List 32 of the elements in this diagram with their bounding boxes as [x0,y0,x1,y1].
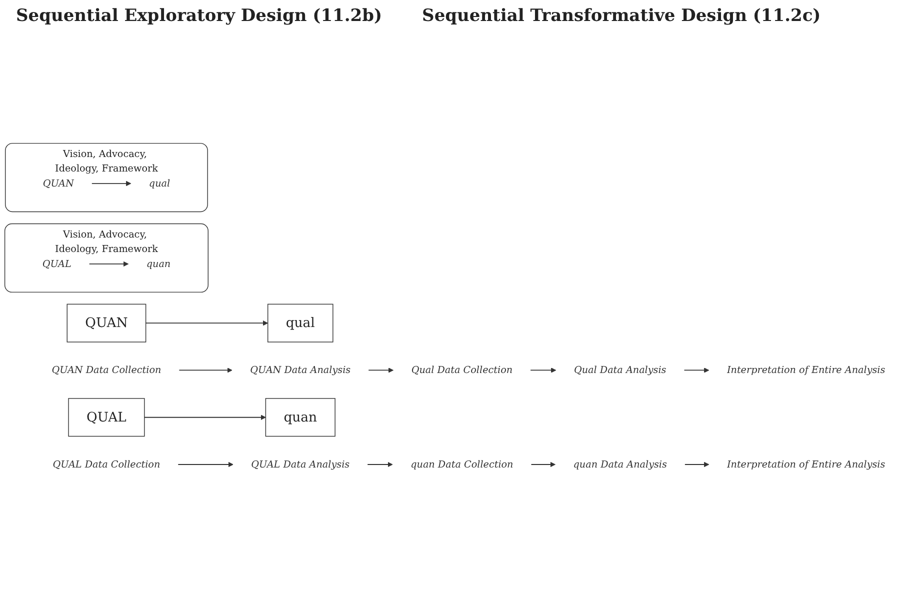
section-heading: Sequential Exploratory Design (11.2b) [16,6,382,26]
node-text: Qual Data Analysis [574,364,666,376]
node-text: QUAL Data Analysis [251,458,350,470]
arrow [144,414,266,420]
arrow [684,462,710,468]
node-text: QUAN Data Collection [52,364,162,376]
arrow [145,320,268,326]
node-text: QUAN Data Analysis [250,364,351,376]
node-box: qual [267,304,334,342]
node-box: QUAN [66,304,146,342]
node-text: QUAL [42,258,72,270]
node-box: quan [265,398,336,437]
node-box: QUAL [68,398,145,437]
node-text: Interpretation of Entire Analysis [726,458,886,470]
arrow [91,180,132,186]
arrow [178,368,232,373]
node-text: QUAL Data Collection [52,458,160,470]
node-text: Qual Data Collection [411,364,513,376]
arrow [88,261,129,267]
section-heading: Sequential Transformative Design (11.2c) [422,6,821,26]
arrow [367,462,393,468]
node-text: qual [148,178,170,189]
arrow [684,368,710,373]
arrow [530,462,556,468]
node-text: QUAN [42,178,74,189]
node-text: quan Data Collection [410,458,514,470]
node-text: quan Data Analysis [573,458,667,470]
arrow [368,368,394,373]
node-text: quan [146,258,171,270]
arrow [530,368,556,373]
arrow [178,462,234,468]
node-text: Interpretation of Entire Analysis [726,364,886,376]
